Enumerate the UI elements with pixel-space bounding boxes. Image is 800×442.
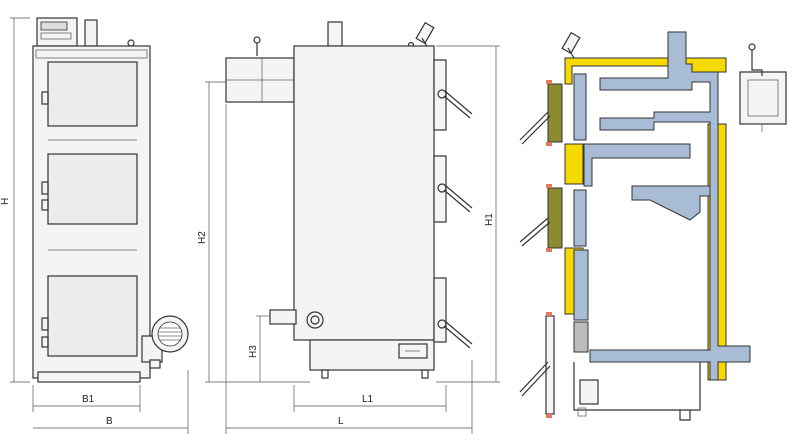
grate-block bbox=[573, 321, 589, 353]
control-display bbox=[40, 21, 68, 31]
side-view: H2 H3 H1 L1 L bbox=[197, 21, 500, 434]
thermometer-icon bbox=[415, 21, 435, 49]
dim-label-h2: H2 bbox=[197, 231, 208, 244]
ash-box-side bbox=[309, 339, 435, 371]
section-view bbox=[519, 31, 787, 421]
fan-icon bbox=[141, 315, 189, 369]
upper-door-front bbox=[47, 61, 138, 127]
boiler-body-side bbox=[293, 45, 435, 341]
lower-door-section bbox=[519, 312, 555, 418]
door-handle-middle-side bbox=[437, 183, 473, 213]
valve-knob-front bbox=[127, 39, 135, 47]
top-connection-side bbox=[327, 21, 343, 47]
valve-knob-section bbox=[748, 43, 756, 51]
flue-outlet-front bbox=[84, 19, 98, 47]
dim-label-b: B bbox=[106, 416, 113, 427]
thermometer-icon-section bbox=[561, 31, 581, 59]
middle-door-front bbox=[47, 153, 138, 225]
lower-door-front bbox=[47, 275, 138, 357]
ash-pan bbox=[579, 379, 599, 405]
dim-label-h3: H3 bbox=[248, 345, 259, 358]
dim-label-l: L bbox=[338, 416, 344, 427]
nameplate-icon bbox=[398, 343, 428, 359]
insulation-left-upper bbox=[564, 143, 584, 185]
door-handle-upper-side bbox=[437, 89, 473, 119]
front-view: H B1 B bbox=[0, 17, 189, 434]
upper-door-section bbox=[519, 80, 563, 146]
dim-label-l1: L1 bbox=[362, 394, 374, 405]
valve-knob-side bbox=[253, 36, 261, 44]
dim-label-b1: B1 bbox=[82, 394, 95, 405]
dim-label-h1: H1 bbox=[484, 213, 495, 226]
middle-door-section bbox=[519, 184, 563, 252]
door-handle-lower-side bbox=[437, 319, 473, 349]
return-pipe-side bbox=[269, 309, 297, 325]
water-jacket bbox=[573, 31, 751, 381]
base-front bbox=[37, 371, 141, 383]
return-port-icon bbox=[306, 311, 324, 329]
dim-label-h: H bbox=[0, 198, 11, 205]
